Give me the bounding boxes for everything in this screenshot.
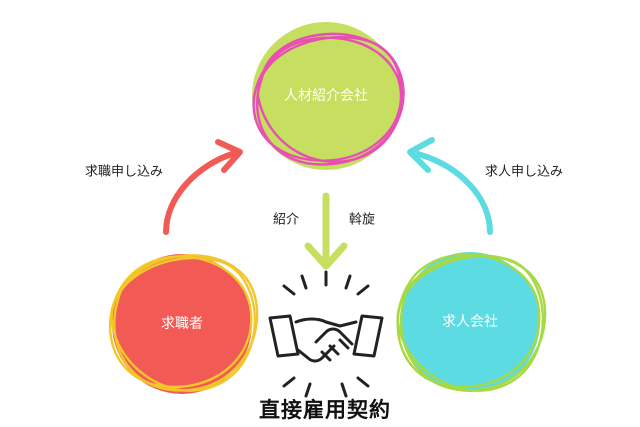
job-seeker-scribble [108,254,259,392]
arrow-seeker-to-agency [163,139,243,235]
company-node [396,252,547,392]
mediation-label: 斡旋 [348,212,376,228]
company-scribble [396,253,547,392]
company-application-label: 求人申し込み [484,164,564,180]
arrow-agency-down [304,192,348,270]
seeker-application-label: 求職申し込み [84,164,164,180]
job-seeker-label: 求職者 [161,316,203,332]
agency-node [252,22,405,170]
direct-employment-contract-label: 直接雇用契約 [259,398,391,422]
introduction-label: 紹介 [272,212,300,228]
agency-scribble [252,32,405,166]
company-label: 求人会社 [442,314,498,330]
agency-label: 人材紹介会社 [284,88,368,104]
job-seeker-node [108,254,259,394]
handshake-icon [268,314,384,363]
burst-lines [282,270,370,398]
arrow-company-to-agency [407,137,493,235]
